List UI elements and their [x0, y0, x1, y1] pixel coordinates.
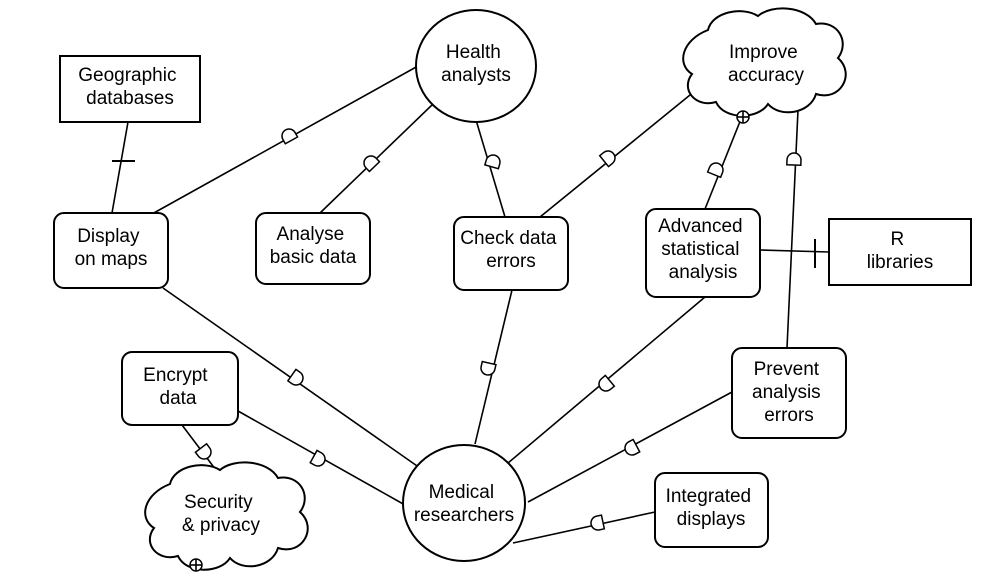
- resource-geographic-databases-label: Geographic databases: [78, 65, 182, 109]
- softgoal-security-privacy[interactable]: Security & privacy: [144, 461, 309, 572]
- task-encrypt-data[interactable]: Encrypt data: [121, 351, 239, 426]
- marker-display-medical: [286, 368, 304, 386]
- task-integrated-displays-label: Integrated displays: [666, 486, 757, 530]
- marker-health-analyse: [363, 155, 381, 173]
- task-prevent-analysis-errors[interactable]: Prevent analysis errors: [731, 347, 847, 439]
- contribution-markers: [194, 128, 802, 531]
- edge-geo-display: [111, 121, 129, 214]
- softgoal-improve-accuracy-label: Improve accuracy: [728, 42, 805, 86]
- task-encrypt-data-label: Encrypt data: [143, 365, 213, 409]
- edge-prevent-improve: [786, 109, 799, 349]
- task-analyse-basic-data-label: Analyse basic data: [270, 224, 357, 268]
- softgoal-security-privacy-label: Security & privacy: [182, 492, 261, 536]
- resource-geographic-databases[interactable]: Geographic databases: [59, 55, 201, 123]
- marker-prevent-improve: [786, 152, 802, 167]
- actor-medical-researchers[interactable]: Medical researchers: [402, 444, 526, 562]
- task-analyse-basic-data[interactable]: Analyse basic data: [255, 212, 371, 285]
- task-integrated-displays[interactable]: Integrated displays: [654, 472, 769, 548]
- task-check-data-errors-label: Check data errors: [460, 228, 561, 272]
- marker-advanced-improve: [706, 162, 724, 179]
- resource-r-libraries-label: R libraries: [867, 229, 934, 273]
- marker-health-check: [483, 154, 501, 170]
- marker-check-medical: [480, 360, 497, 376]
- task-display-on-maps[interactable]: Display on maps: [53, 212, 169, 289]
- marker-advanced-medical: [598, 374, 616, 392]
- edge-integrated-medical: [512, 511, 656, 544]
- actor-medical-researchers-label: Medical researchers: [414, 482, 514, 526]
- task-advanced-statistical-analysis-label: Advanced statistical analysis: [658, 216, 748, 283]
- task-check-data-errors[interactable]: Check data errors: [453, 216, 569, 291]
- actor-health-analysts-label: Health analysts: [441, 42, 511, 86]
- marker-integrated-medical: [590, 514, 606, 531]
- marker-encrypt-security: [194, 442, 212, 460]
- resource-r-libraries[interactable]: R libraries: [828, 218, 972, 286]
- marker-health-display: [281, 128, 299, 145]
- marker-prevent-medical: [624, 438, 641, 456]
- marker-check-improve: [598, 150, 616, 168]
- task-prevent-analysis-errors-label: Prevent analysis errors: [752, 359, 826, 426]
- edge-advanced-rlib: [759, 249, 830, 253]
- edge-health-check: [475, 119, 506, 218]
- marker-encrypt-medical: [309, 449, 326, 467]
- softgoal-improve-accuracy[interactable]: Improve accuracy: [682, 7, 847, 124]
- task-advanced-statistical-analysis[interactable]: Advanced statistical analysis: [645, 208, 761, 298]
- task-display-on-maps-label: Display on maps: [75, 226, 148, 270]
- composition-ticks: [112, 160, 816, 268]
- edge-advanced-improve: [704, 113, 744, 210]
- actor-health-analysts[interactable]: Health analysts: [415, 9, 537, 123]
